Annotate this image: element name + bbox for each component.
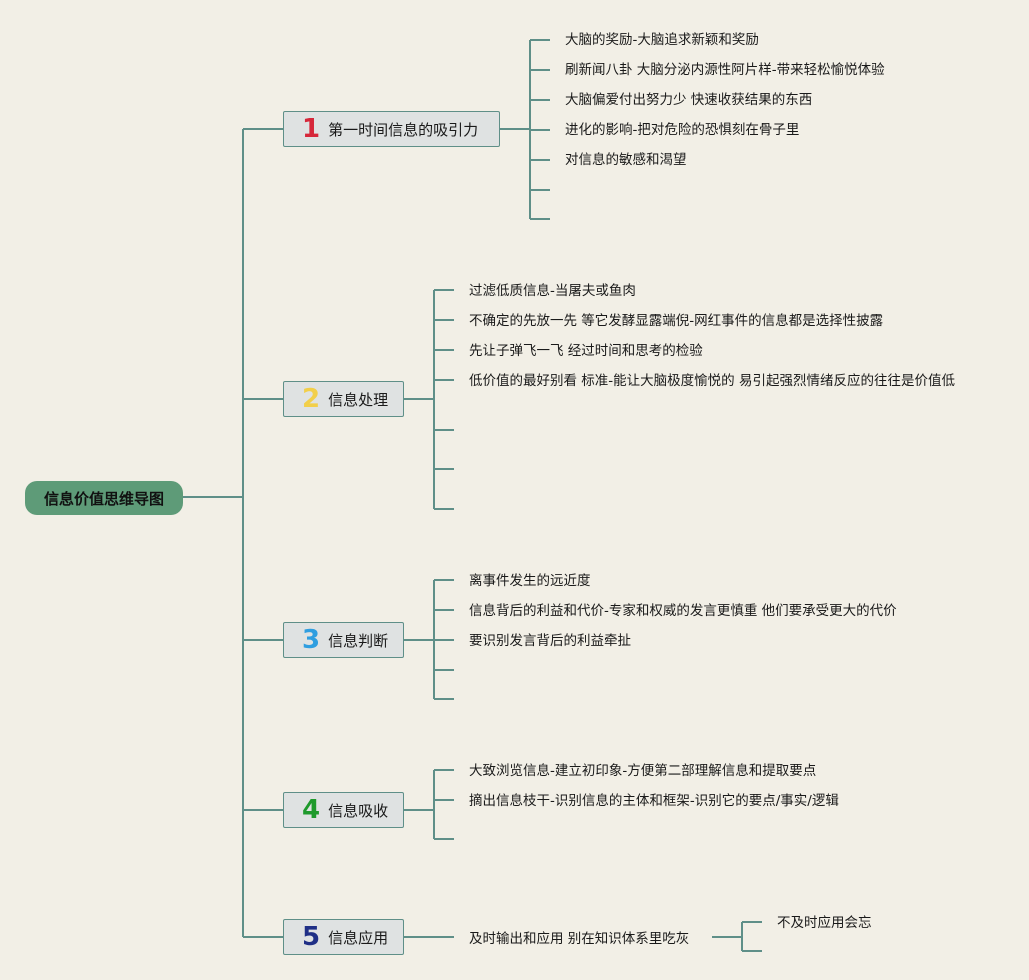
branch-node-2[interactable]: 2 信息处理 — [283, 381, 404, 417]
branch-label-1: 第一时间信息的吸引力 — [328, 120, 479, 139]
leaf-3-3[interactable]: 要识别发言背后的利益牵扯 — [469, 633, 631, 649]
branch-number-1: 1 — [302, 114, 321, 144]
leaf-2-2[interactable]: 不确定的先放一先 等它发酵显露端倪-网红事件的信息都是选择性披露 — [469, 313, 884, 329]
branch-number-5: 5 — [302, 922, 321, 952]
branch-node-4[interactable]: 4 信息吸收 — [283, 792, 404, 828]
subleaf-5-1-1[interactable]: 不及时应用会忘 — [777, 915, 872, 931]
leaf-5-1[interactable]: 及时输出和应用 别在知识体系里吃灰 — [469, 931, 690, 947]
branch-label-5: 信息应用 — [328, 928, 389, 947]
leaf-1-3[interactable]: 大脑偏爱付出努力少 快速收获结果的东西 — [565, 92, 813, 108]
branch-node-3[interactable]: 3 信息判断 — [283, 622, 404, 658]
branch-number-3: 3 — [302, 625, 321, 655]
leaf-2-4[interactable]: 低价值的最好别看 标准-能让大脑极度愉悦的 易引起强烈情绪反应的往往是价值低 — [469, 373, 955, 389]
branch-number-2: 2 — [302, 384, 321, 414]
leaf-1-4[interactable]: 进化的影响-把对危险的恐惧刻在骨子里 — [565, 122, 800, 138]
leaf-4-2[interactable]: 摘出信息枝干-识别信息的主体和框架-识别它的要点/事实/逻辑 — [469, 793, 839, 809]
root-label: 信息价值思维导图 — [43, 489, 164, 508]
leaf-3-1[interactable]: 离事件发生的远近度 — [469, 573, 591, 589]
leaf-1-5[interactable]: 对信息的敏感和渴望 — [565, 152, 687, 168]
branch-number-4: 4 — [302, 795, 321, 825]
leaf-4-1[interactable]: 大致浏览信息-建立初印象-方便第二部理解信息和提取要点 — [469, 763, 817, 779]
branch-node-5[interactable]: 5 信息应用 — [283, 919, 404, 955]
branch-label-2: 信息处理 — [328, 390, 389, 409]
branch-node-1[interactable]: 1 第一时间信息的吸引力 — [283, 111, 500, 147]
leaf-3-2[interactable]: 信息背后的利益和代价-专家和权威的发言更慎重 他们要承受更大的代价 — [469, 603, 897, 619]
leaf-2-3[interactable]: 先让子弹飞一飞 经过时间和思考的检验 — [469, 343, 703, 359]
root-node[interactable]: 信息价值思维导图 — [25, 481, 183, 515]
branch-label-4: 信息吸收 — [328, 801, 389, 820]
leaf-1-2[interactable]: 刷新闻八卦 大脑分泌内源性阿片样-带来轻松愉悦体验 — [565, 62, 885, 78]
leaf-2-1[interactable]: 过滤低质信息-当屠夫或鱼肉 — [469, 283, 636, 299]
branch-label-3: 信息判断 — [328, 631, 389, 650]
leaf-1-1[interactable]: 大脑的奖励-大脑追求新颖和奖励 — [565, 32, 759, 48]
